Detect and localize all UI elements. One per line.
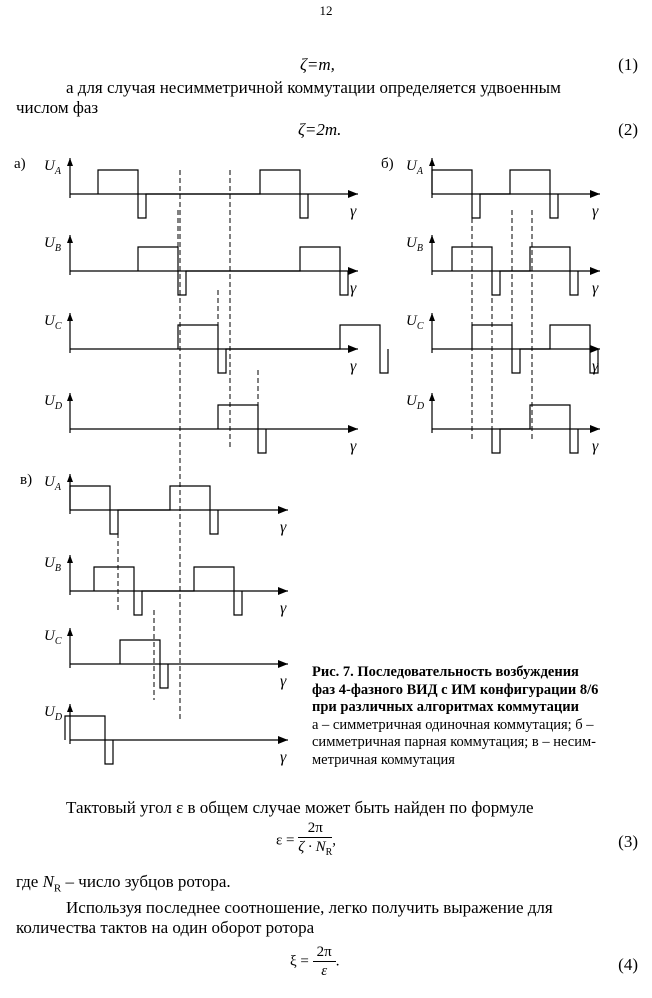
phase-voltage-label: UD: [44, 704, 63, 723]
phase-voltage-label: UD: [44, 393, 63, 412]
axis-arrow: [348, 267, 358, 275]
paragraph-1-line-1: а для случая несимметричной коммутации о…: [66, 78, 561, 97]
phase-voltage-label: UB: [406, 235, 423, 254]
caption-bold-line-2: фаз 4-фазного ВИД с ИМ конфигурации 8/6: [312, 681, 599, 698]
phase-voltage-label: UA: [44, 158, 62, 177]
phase-voltage-label: UB: [44, 555, 61, 574]
axis-arrow: [67, 628, 73, 636]
axis-arrow: [278, 587, 288, 595]
figure-caption: Рис. 7. Последовательность возбуждения ф…: [312, 664, 640, 769]
equation-2-number: (2): [618, 120, 638, 139]
gamma-axis-label: γ: [592, 280, 599, 297]
gamma-axis-label: γ: [350, 358, 357, 375]
phase-pulse: [177, 324, 389, 374]
phase-pulse: [137, 246, 349, 296]
gamma-axis-label: γ: [592, 358, 599, 375]
phase-pulse: [69, 485, 219, 535]
equation-4: ξ = 2π ε .: [290, 944, 340, 979]
axis-arrow: [590, 425, 600, 433]
caption-bold-line-3: при различных алгоритмах коммутации: [312, 699, 579, 715]
phase-voltage-label: UD: [406, 393, 425, 412]
gamma-axis-label: γ: [280, 519, 287, 536]
panel-label: а): [14, 156, 26, 172]
equation-1-number: (1): [618, 55, 638, 74]
axis-arrow: [348, 190, 358, 198]
axis-arrow: [590, 345, 600, 353]
phase-voltage-label: UC: [406, 313, 424, 332]
axis-arrow: [278, 736, 288, 744]
phase-voltage-label: UC: [44, 628, 62, 647]
paragraph-1-line-2: числом фаз: [16, 98, 99, 117]
axis-arrow: [429, 313, 435, 321]
phase-pulse: [119, 639, 169, 689]
caption-line-6: метричная коммутация: [312, 751, 455, 768]
phase-pulse: [93, 566, 243, 616]
phase-pulse: [64, 715, 114, 765]
equation-2: ζ=2m.: [298, 120, 342, 139]
phase-pulse: [431, 169, 559, 219]
axis-arrow: [278, 660, 288, 668]
equation-3-number: (3): [618, 832, 638, 851]
page-number: 12: [319, 3, 333, 18]
phase-voltage-label: UB: [44, 235, 61, 254]
phase-voltage-label: UA: [406, 158, 424, 177]
gamma-axis-label: γ: [280, 600, 287, 617]
axis-arrow: [67, 313, 73, 321]
equation-1: ζ=m,: [300, 55, 335, 74]
gamma-axis-label: γ: [592, 203, 599, 220]
gamma-axis-label: γ: [280, 749, 287, 766]
paragraph-2: Тактовый угол ε в общем случае может быт…: [66, 798, 534, 817]
axis-arrow: [348, 425, 358, 433]
phase-pulse: [491, 404, 579, 454]
phase-pulse: [97, 169, 309, 219]
phase-voltage-label: UA: [44, 474, 62, 493]
gamma-axis-label: γ: [280, 673, 287, 690]
gamma-axis-label: γ: [592, 438, 599, 455]
gamma-axis-label: γ: [350, 203, 357, 220]
gamma-axis-label: γ: [350, 280, 357, 297]
gamma-axis-label: γ: [350, 438, 357, 455]
panel-label: б): [381, 156, 394, 172]
equation-3: ε = 2π ζ · NR ,: [276, 820, 337, 858]
axis-arrow: [348, 345, 358, 353]
caption-bold-line-1: Рис. 7. Последовательность возбуждения: [312, 664, 579, 680]
figure-7-waveforms: а)UAγUBγUCγUDγб)UAγUBγUCγUDγв)UAγUBγUCγU…: [14, 156, 600, 766]
paragraph-4-line-2: количества тактов на один оборот ротора: [16, 918, 315, 937]
axis-arrow: [590, 190, 600, 198]
paragraph-4-line-1: Используя последнее соотношение, легко п…: [66, 898, 553, 917]
caption-line-5: симметричная парная коммутация; в – неси…: [312, 734, 597, 750]
panel-label: в): [20, 472, 32, 488]
axis-arrow: [67, 474, 73, 482]
axis-arrow: [590, 267, 600, 275]
paragraph-3: где NR – число зубцов ротора.: [16, 872, 231, 895]
axis-arrow: [67, 393, 73, 401]
axis-arrow: [67, 555, 73, 563]
axis-arrow: [278, 506, 288, 514]
caption-line-4: а – симметричная одиночная коммутация; б…: [312, 716, 594, 733]
phase-pulse: [451, 246, 579, 296]
axis-arrow: [67, 158, 73, 166]
axis-arrow: [429, 158, 435, 166]
axis-arrow: [67, 235, 73, 243]
axis-arrow: [67, 704, 73, 712]
phase-pulse: [471, 324, 599, 374]
phase-voltage-label: UC: [44, 313, 62, 332]
axis-arrow: [429, 393, 435, 401]
axis-arrow: [429, 235, 435, 243]
equation-4-number: (4): [618, 955, 638, 974]
